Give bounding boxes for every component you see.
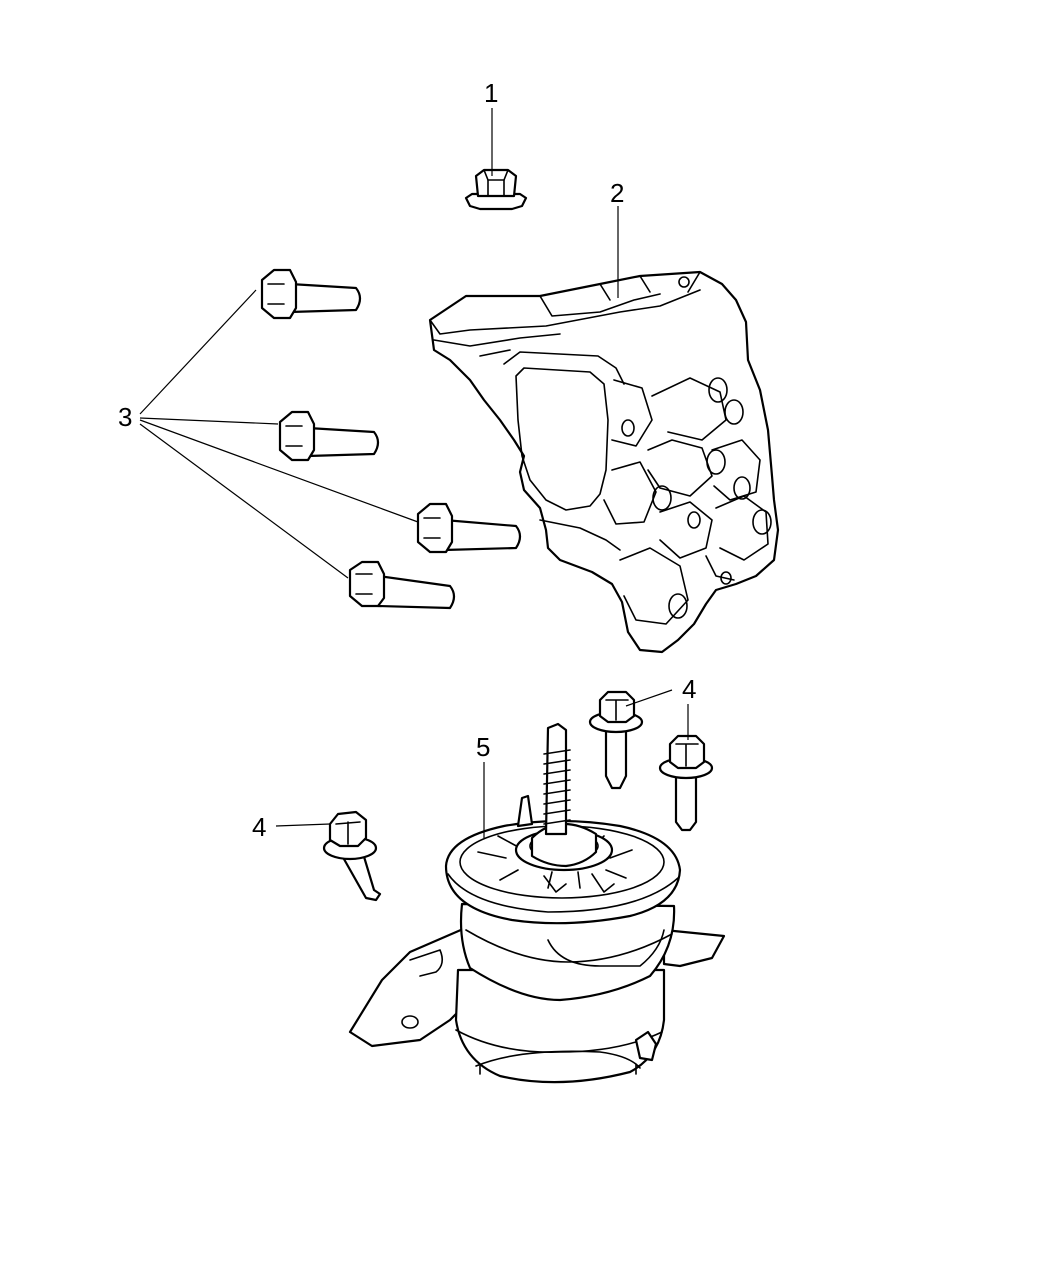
bracket-bolt-3 [416,502,522,554]
callout-4-upper-left: 4 [682,674,696,704]
leader-3c [139,419,419,523]
mount-bolt-upper-left [588,690,644,790]
callout-5: 5 [476,732,490,762]
bracket-bolt-4 [348,560,456,610]
leader-lines [139,108,689,838]
engine-mount-bracket [428,270,780,654]
callout-3: 3 [118,402,132,432]
callout-1: 1 [484,78,498,108]
flange-nut [464,168,528,211]
callout-4-lower-left: 4 [252,812,266,842]
leader-4-upper-left [625,689,673,707]
callout-2: 2 [610,178,624,208]
engine-mount [348,722,726,1084]
bracket-bolt-1 [260,268,362,320]
bracket-bolt-2 [278,410,380,462]
leader-4-lower-left [275,823,331,827]
callouts: 1 2 3 4 4 5 [118,78,696,842]
leader-3d [139,423,349,579]
mount-bolt-lower-left [322,810,382,902]
mount-bolt-upper-right [658,734,714,832]
leader-3a [139,289,257,415]
leader-3b [139,417,279,425]
